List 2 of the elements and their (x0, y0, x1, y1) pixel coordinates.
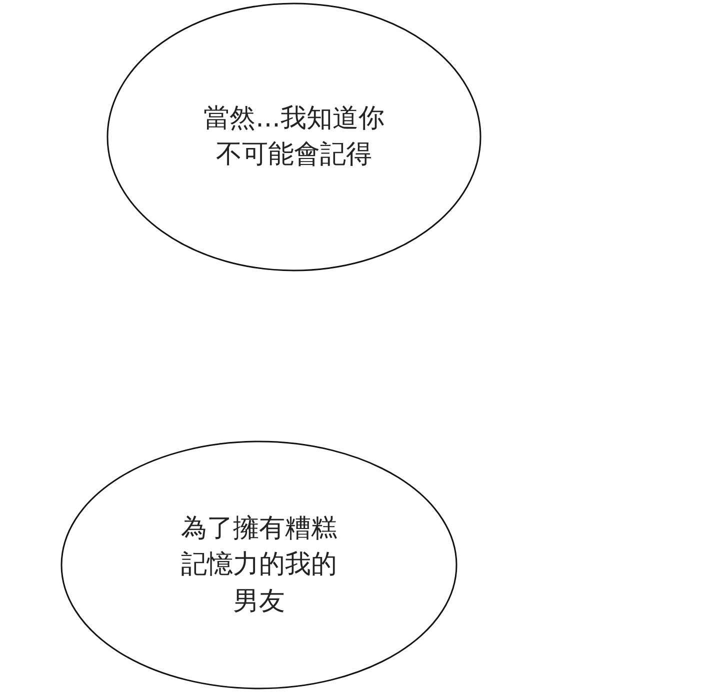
speech-text: 當然...我知道你不可能會記得 (202, 102, 386, 172)
speech-text: 為了擁有糟糕記憶力的我的男友 (180, 512, 338, 618)
